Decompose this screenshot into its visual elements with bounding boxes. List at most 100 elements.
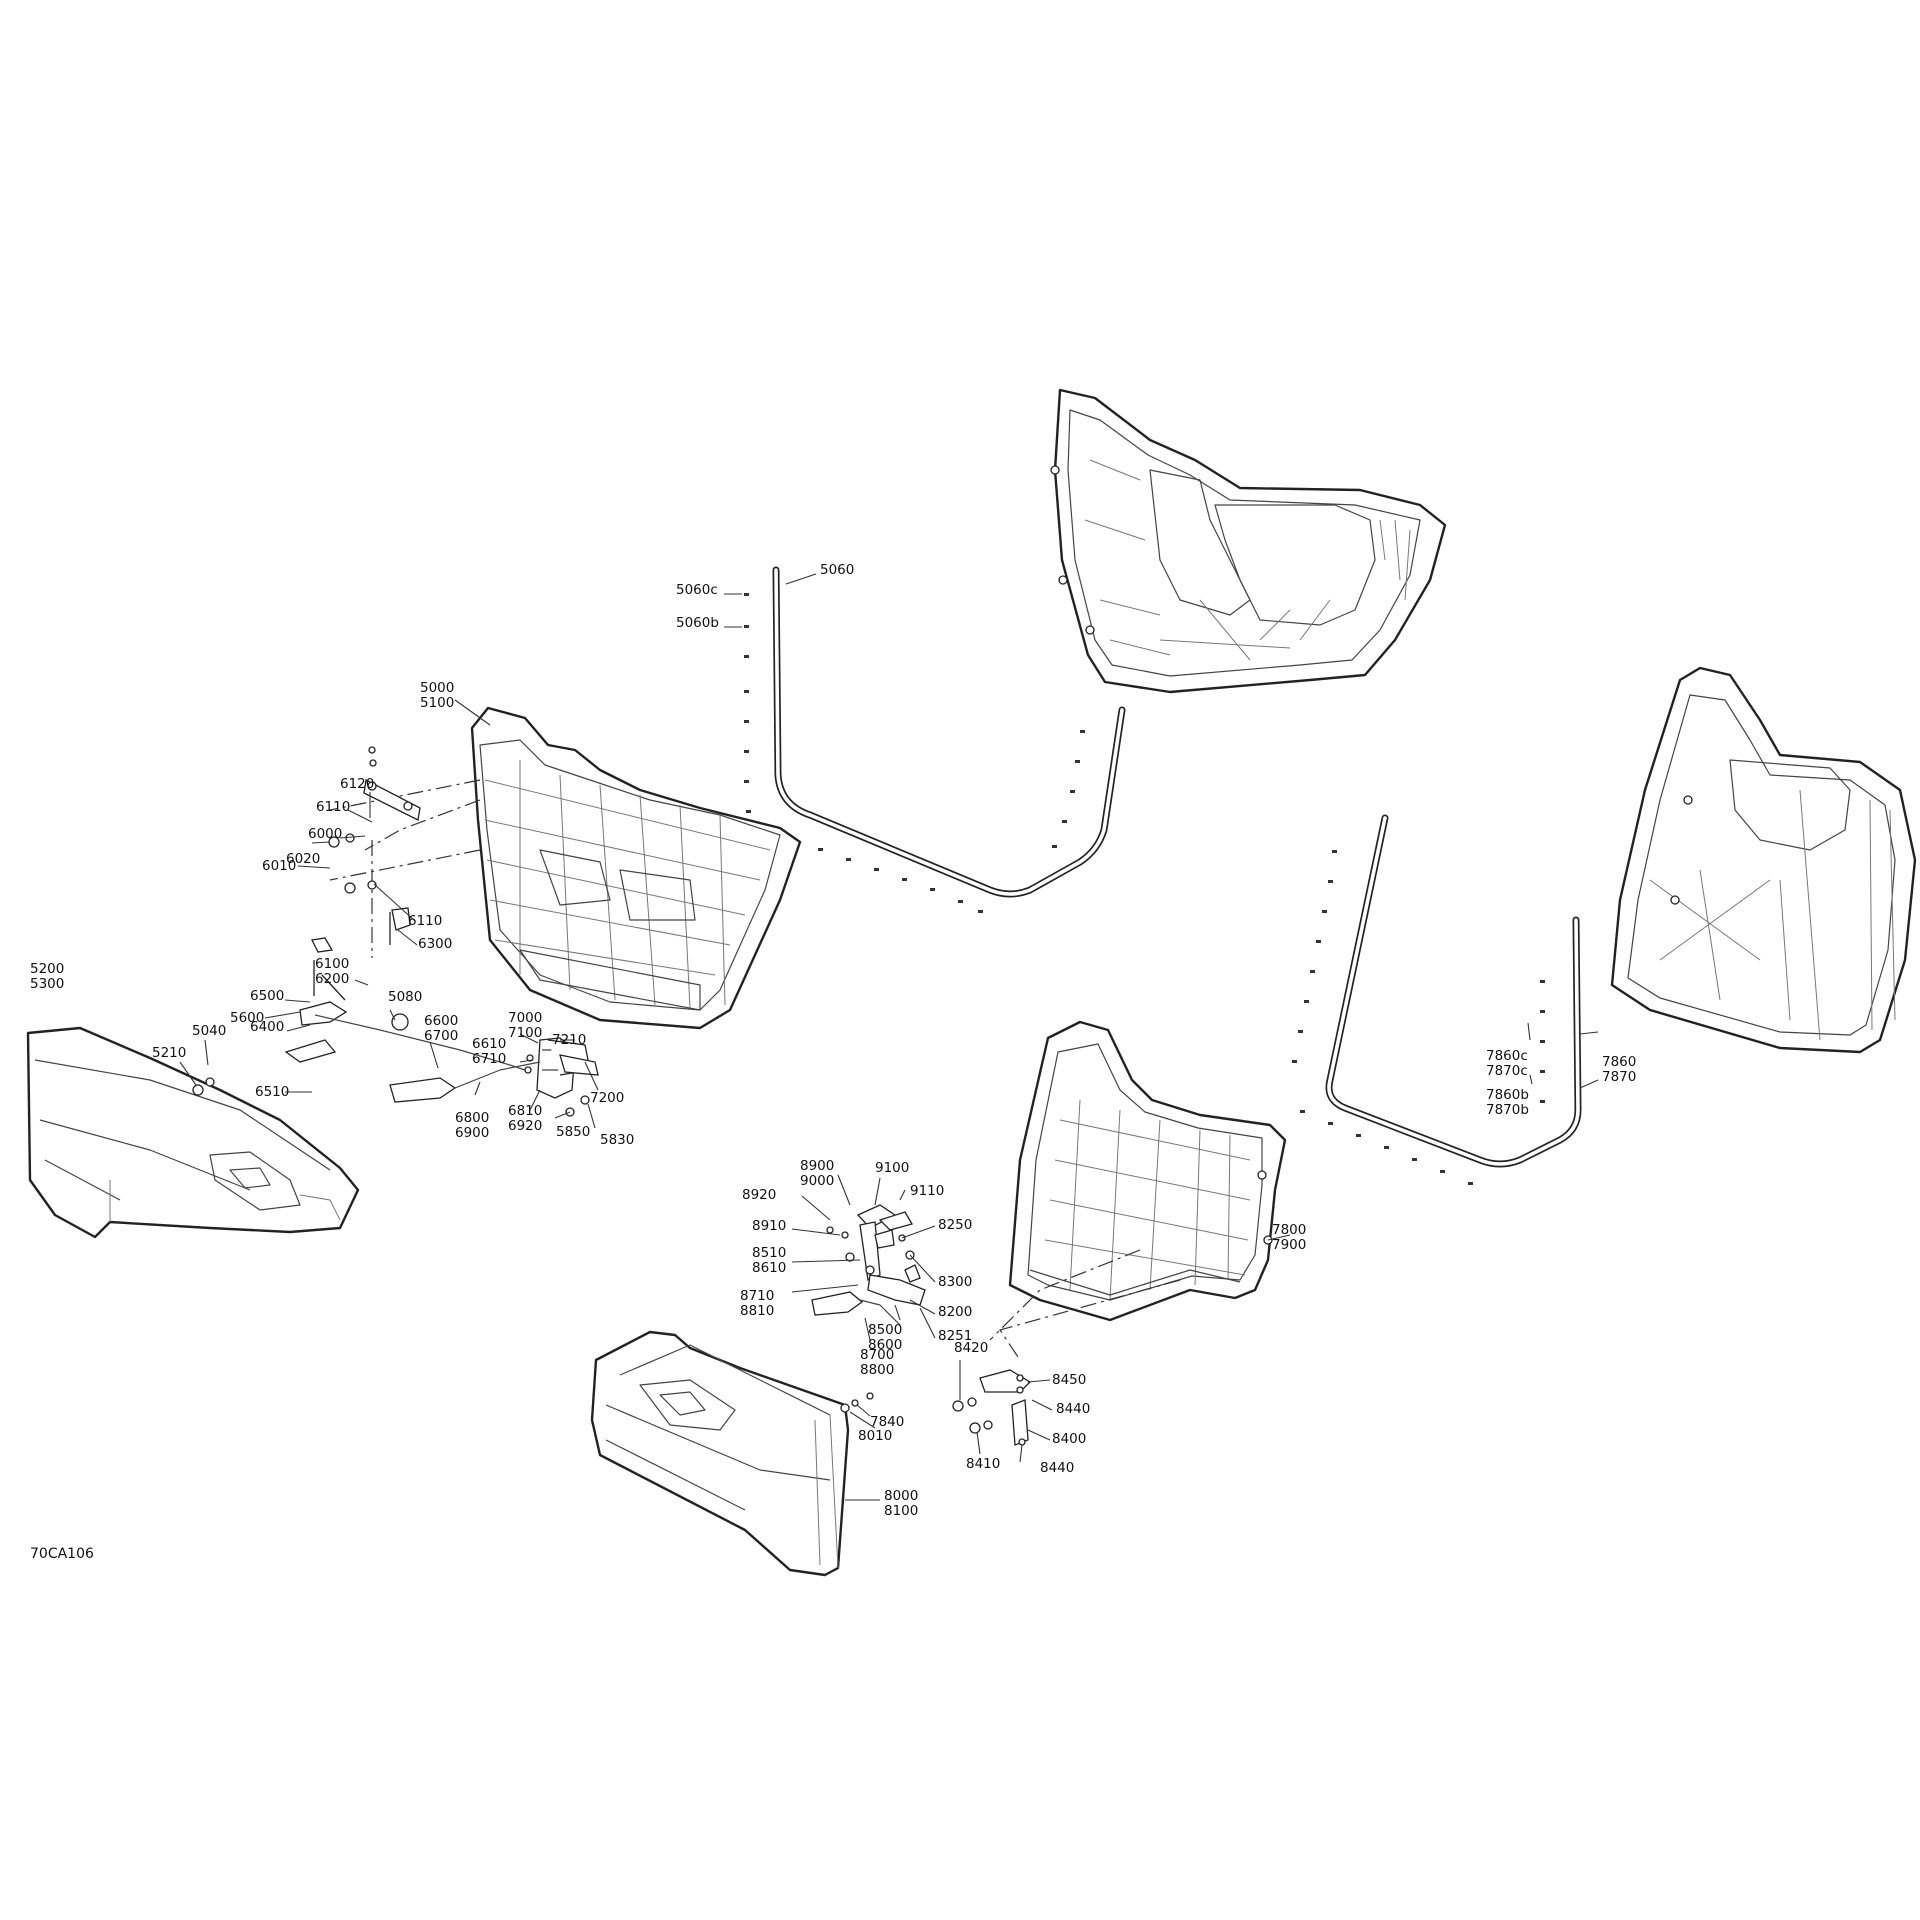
callout-line: 8800	[860, 1362, 894, 1378]
callout-6120: 6120	[340, 776, 374, 792]
callout-8400: 8400	[1052, 1431, 1086, 1447]
callout-line: 8440	[1056, 1401, 1090, 1417]
seal-clips-lower	[1292, 850, 1545, 1185]
callout-line: 8251	[938, 1328, 972, 1344]
callout-line: 5300	[30, 976, 64, 992]
callout-6400: 6400	[250, 1019, 284, 1035]
callout-5600: 5600	[230, 1010, 264, 1026]
callout-line: 7200	[590, 1090, 624, 1106]
callout-line: 6500	[250, 988, 284, 1004]
rear-door-hardware	[811, 1204, 1032, 1446]
callout-9100: 9100	[875, 1160, 909, 1176]
callout-line: 6610	[472, 1036, 506, 1052]
callout-7840: 7840	[870, 1414, 904, 1430]
front-door-outer-panel	[26, 1026, 360, 1239]
rear-door-frame-right	[1610, 666, 1917, 1054]
callout-line: 7840	[870, 1414, 904, 1430]
callout-line: 5080	[388, 989, 422, 1005]
front-door-hardware	[192, 746, 599, 1117]
seal-clips-upper	[744, 593, 1085, 913]
callout-line: 6200	[315, 971, 349, 987]
callout-line: 6400	[250, 1019, 284, 1035]
callout-8251: 8251	[938, 1328, 972, 1344]
callout-8440: 8440	[1056, 1401, 1090, 1417]
callout-8910: 8910	[752, 1218, 786, 1234]
callout-line: 5210	[152, 1045, 186, 1061]
callout-5060b: 5060b	[676, 615, 719, 631]
callout-line: 8500	[868, 1322, 902, 1338]
callout-line: 8200	[938, 1304, 972, 1320]
callout-line: 8400	[1052, 1431, 1086, 1447]
callout-8250: 8250	[938, 1217, 972, 1233]
callout-line: 7870c	[1486, 1063, 1528, 1079]
callout-line: 6110	[408, 913, 442, 929]
callout-line: 8250	[938, 1217, 972, 1233]
callout-line: 8510	[752, 1245, 786, 1261]
callout-line: 8910	[752, 1218, 786, 1234]
callout-line: 9110	[910, 1183, 944, 1199]
callout-line: 7870b	[1486, 1102, 1529, 1118]
callout-5080: 5080	[388, 989, 422, 1005]
callout-leaders	[179, 573, 1599, 1501]
callout-line: 7100	[508, 1025, 542, 1041]
callout-line: 6600	[424, 1013, 458, 1029]
callout-6020: 6020	[286, 851, 320, 867]
callout-line: 6110	[316, 799, 350, 815]
callout-8010: 8010	[858, 1428, 892, 1444]
callout-line: 5830	[600, 1132, 634, 1148]
callout-6500: 6500	[250, 988, 284, 1004]
callout-line: 8450	[1052, 1372, 1086, 1388]
callout-line: 8410	[966, 1456, 1000, 1472]
callout-line: 8440	[1040, 1460, 1074, 1476]
callout-8920: 8920	[742, 1187, 776, 1203]
front-door-inner-frame	[470, 706, 802, 1030]
callout-line: 8900	[800, 1158, 834, 1174]
callout-line: 6710	[472, 1051, 506, 1067]
callout-6110: 6110	[408, 913, 442, 929]
callout-line: 7860	[1602, 1054, 1636, 1070]
rear-door-inner-frame	[1008, 1020, 1287, 1322]
callout-8420: 8420	[954, 1340, 988, 1356]
rear-door-frame-upper	[1050, 388, 1447, 694]
callout-8410: 8410	[966, 1456, 1000, 1472]
callout-line: 5100	[420, 695, 454, 711]
callout-line: 6120	[340, 776, 374, 792]
callout-5040: 5040	[192, 1023, 226, 1039]
callout-line: 7800	[1272, 1222, 1306, 1238]
callout-5830: 5830	[600, 1132, 634, 1148]
callout-line: 8420	[954, 1340, 988, 1356]
callout-5850: 5850	[556, 1124, 590, 1140]
callout-5210: 5210	[152, 1045, 186, 1061]
callout-line: 7900	[1272, 1237, 1306, 1253]
callout-line: 6300	[418, 936, 452, 952]
callout-5060c: 5060c	[676, 582, 718, 598]
callout-line: 6810	[508, 1103, 542, 1119]
door-seal-upper	[772, 566, 1126, 898]
illustration-reference-code: 70CA106	[30, 1546, 94, 1562]
callout-line: 5060b	[676, 615, 719, 631]
callout-line: 5060	[820, 562, 854, 578]
callout-line: 5600	[230, 1010, 264, 1026]
callout-line: 8100	[884, 1503, 918, 1519]
callout-line: 5000	[420, 680, 454, 696]
callout-8300: 8300	[938, 1274, 972, 1290]
callout-6110: 6110	[316, 799, 350, 815]
callout-line: 6020	[286, 851, 320, 867]
callout-line: 8010	[858, 1428, 892, 1444]
callout-6010: 6010	[262, 858, 296, 874]
callout-line: 8300	[938, 1274, 972, 1290]
callout-line: 7210	[552, 1032, 586, 1048]
